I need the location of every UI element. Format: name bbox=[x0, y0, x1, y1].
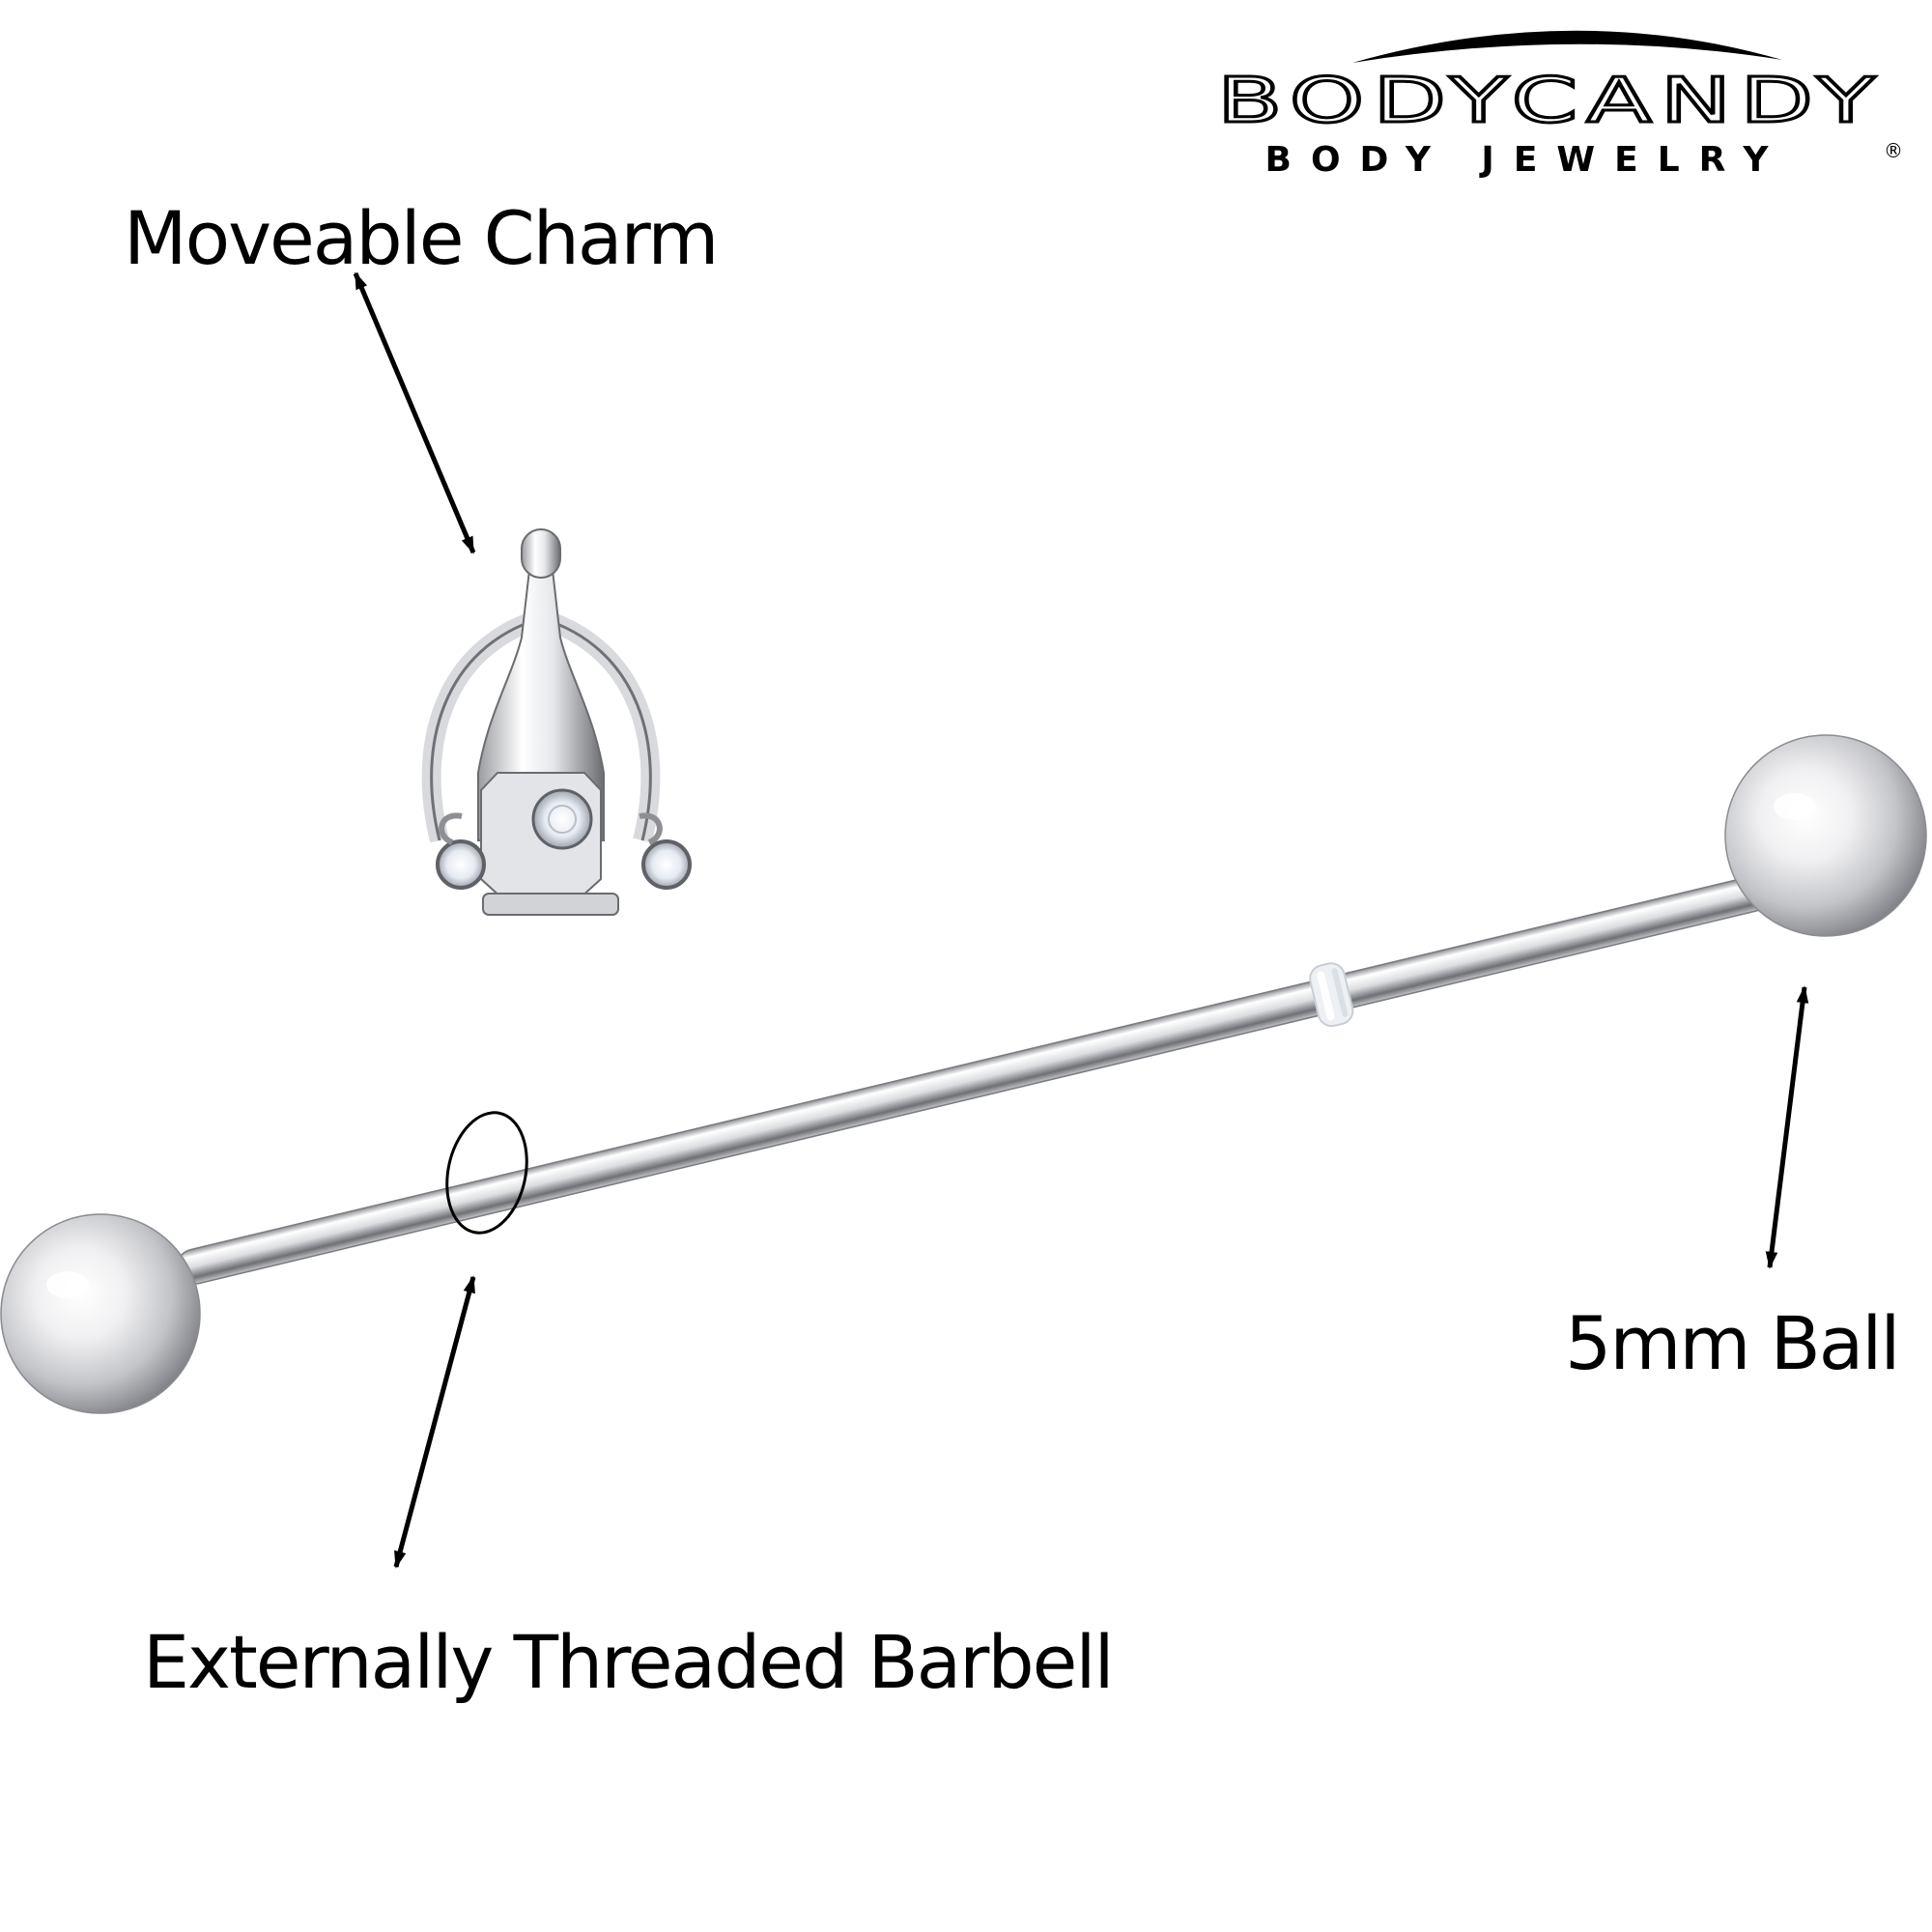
brand-tagline: BODY JEWELRY bbox=[1265, 140, 1788, 180]
charm-top-knob bbox=[521, 528, 561, 579]
logo-swoosh bbox=[1352, 30, 1782, 63]
industrial-barbell bbox=[0, 734, 1927, 1414]
charm-right-wheel-gem bbox=[641, 839, 692, 890]
thread-highlight-circle bbox=[445, 1111, 528, 1235]
brand-logo: BODYCANDY BODY JEWELRY ® bbox=[1216, 30, 1903, 180]
charm-left-wheel-gem bbox=[436, 839, 486, 890]
ball-label: 5mm Ball bbox=[1565, 1300, 1899, 1386]
registered-mark: ® bbox=[1884, 139, 1903, 162]
charm-base bbox=[482, 893, 619, 916]
barbell-bar bbox=[176, 864, 1822, 1285]
charm-label: Moveable Charm bbox=[124, 195, 717, 281]
brand-name: BODYCANDY bbox=[1217, 66, 1884, 137]
charm-arrow-icon bbox=[353, 271, 476, 554]
left-ball bbox=[0, 1213, 201, 1414]
charm-center-gem bbox=[531, 788, 593, 850]
right-ball bbox=[1724, 734, 1927, 937]
ball-arrow-icon bbox=[1765, 985, 1809, 1269]
barbell-arrow-icon bbox=[393, 1275, 476, 1569]
barbell-label: Externally Threaded Barbell bbox=[143, 1619, 1113, 1705]
charm-carriage bbox=[421, 528, 692, 916]
